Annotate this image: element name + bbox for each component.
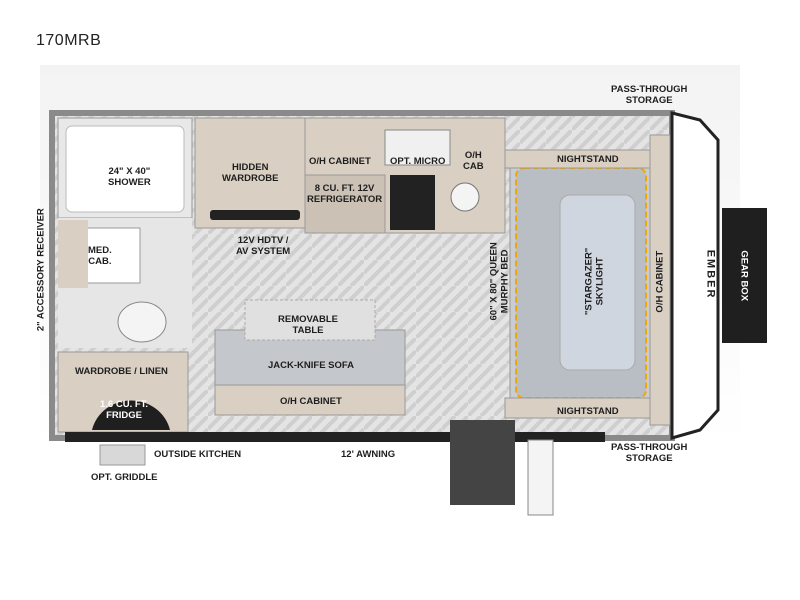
kitchen-sink xyxy=(450,182,480,212)
brand-logo: EMBER xyxy=(704,249,717,300)
entry-steps xyxy=(450,420,515,505)
cooktop xyxy=(390,175,435,230)
label-oh-cabinet-top: O/H CABINET xyxy=(309,156,371,167)
sink xyxy=(81,227,141,284)
hdtv xyxy=(210,210,300,220)
skylight xyxy=(559,194,636,371)
label-oh-cabinet-bottom: O/H CABINET xyxy=(280,396,342,407)
label-jackknife-sofa: JACK-KNIFE SOFA xyxy=(268,360,355,371)
model-title: 170MRB xyxy=(36,32,102,49)
front-cap xyxy=(670,111,720,440)
label-opt-micro: OPT. MICRO xyxy=(390,156,446,167)
label-oh-cabinet-right: O/H CABINET xyxy=(654,250,666,313)
label-outside-kitchen: OUTSIDE KITCHEN xyxy=(154,449,242,460)
label-skylight: "STARGAZER" SKYLIGHT xyxy=(583,247,606,316)
med-cabinet xyxy=(58,220,88,288)
label-pass-through-top: PASS-THROUGH STORAGE xyxy=(611,84,688,107)
label-refrigerator: 8 CU. FT. 12V REFRIGERATOR xyxy=(307,183,383,206)
label-hidden-wardrobe: HIDDEN WARDROBE xyxy=(222,162,279,185)
label-med-cab: MED. CAB. xyxy=(88,245,112,268)
label-nightstand-bottom: NIGHTSTAND xyxy=(557,406,619,417)
toilet xyxy=(117,301,167,343)
label-wardrobe-linen: WARDROBE / LINEN xyxy=(75,366,168,377)
microwave xyxy=(384,129,451,166)
label-murphy-bed: 60" X 80" QUEEN MURPHY BED xyxy=(488,242,511,321)
opt-griddle xyxy=(99,444,146,466)
label-shower: 24" X 40" SHOWER xyxy=(108,166,151,189)
label-accessory-receiver: 2" ACCESSORY RECEIVER xyxy=(35,208,47,332)
label-oh-cab: O/H CAB xyxy=(463,150,484,173)
oh-cabinet-right xyxy=(649,134,671,426)
removable-table xyxy=(244,299,376,341)
label-awning: 12' AWNING xyxy=(341,449,396,460)
fridge-small xyxy=(92,400,170,430)
label-opt-griddle: OPT. GRIDDLE xyxy=(91,472,158,483)
refrigerator xyxy=(304,174,386,234)
label-removable-table: REMOVABLE TABLE xyxy=(278,314,338,337)
label-pass-through-bottom: PASS-THROUGH STORAGE xyxy=(611,442,688,465)
entry-door xyxy=(527,439,554,516)
label-nightstand-top: NIGHTSTAND xyxy=(557,154,619,165)
shower-tub xyxy=(65,125,185,213)
gear-box xyxy=(722,208,767,343)
awning xyxy=(65,432,605,442)
oh-cabinet-bottom xyxy=(214,384,406,416)
label-gear-box: GEAR BOX xyxy=(738,250,750,302)
label-hdtv: 12V HDTV / AV SYSTEM xyxy=(236,235,291,258)
label-fridge-small: 1.6 CU. FT. FRIDGE xyxy=(100,399,149,422)
